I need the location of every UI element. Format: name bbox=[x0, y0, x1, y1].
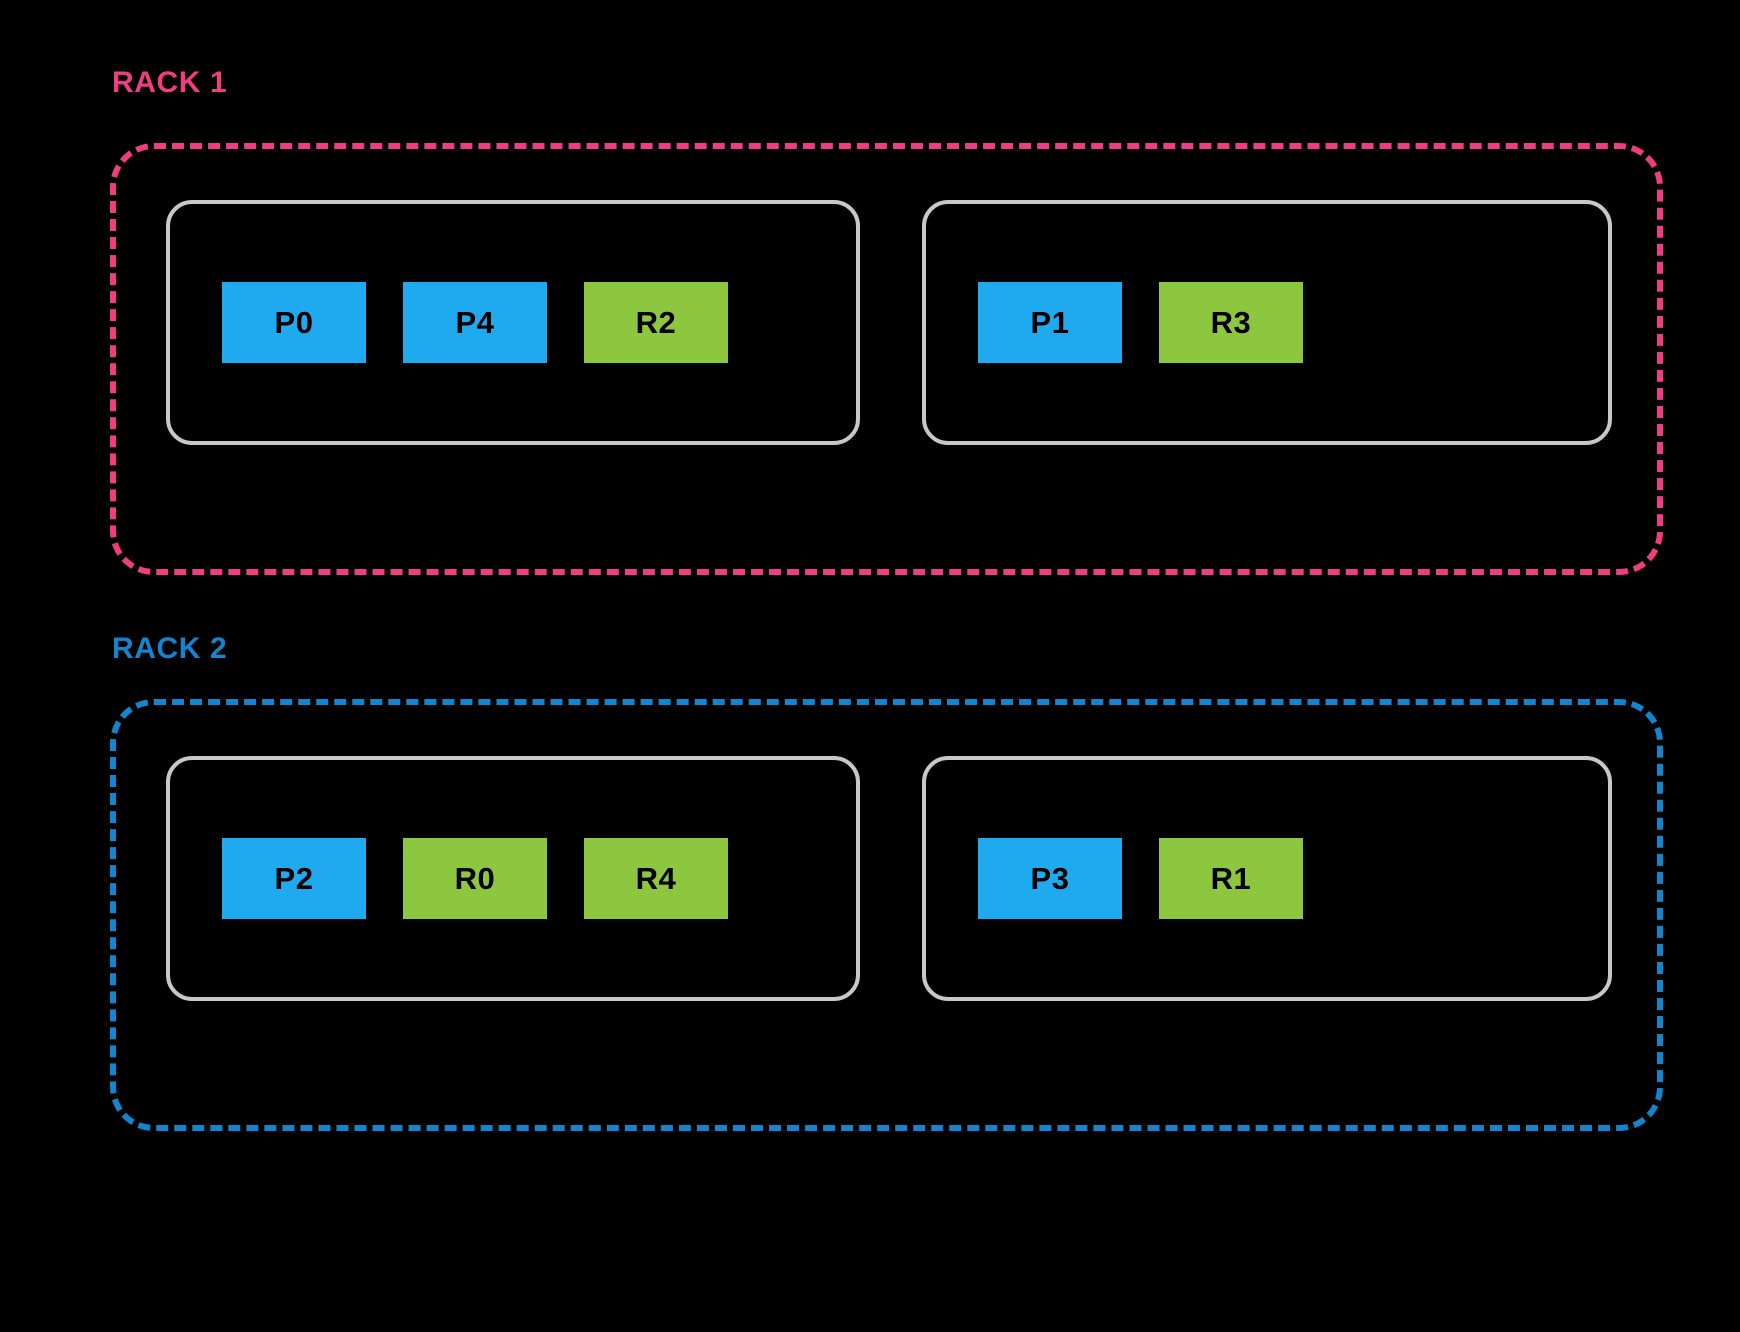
rack-1-node-2-chips: P1 R3 bbox=[926, 204, 1608, 441]
chip-p1[interactable]: P1 bbox=[978, 282, 1122, 363]
rack-1-boundary bbox=[110, 143, 1663, 575]
rack-2-node-2-chips: P3 R1 bbox=[926, 760, 1608, 997]
chip-p2[interactable]: P2 bbox=[222, 838, 366, 919]
chip-p3[interactable]: P3 bbox=[978, 838, 1122, 919]
rack-1-label: RACK 1 bbox=[112, 66, 228, 99]
chip-r1[interactable]: R1 bbox=[1159, 838, 1303, 919]
rack-1-node-1-chips: P0 P4 R2 bbox=[170, 204, 856, 441]
chip-r4[interactable]: R4 bbox=[584, 838, 728, 919]
rack-2-node-1: P2 R0 R4 bbox=[166, 756, 860, 1001]
rack-2-label: RACK 2 bbox=[112, 632, 228, 665]
rack-2-node-1-chips: P2 R0 R4 bbox=[170, 760, 856, 997]
chip-r2[interactable]: R2 bbox=[584, 282, 728, 363]
rack-1-node-2: P1 R3 bbox=[922, 200, 1612, 445]
rack-2-node-2: P3 R1 bbox=[922, 756, 1612, 1001]
chip-p4[interactable]: P4 bbox=[403, 282, 547, 363]
rack-2-boundary bbox=[110, 699, 1663, 1131]
chip-r3[interactable]: R3 bbox=[1159, 282, 1303, 363]
rack-1-node-1: P0 P4 R2 bbox=[166, 200, 860, 445]
chip-r0[interactable]: R0 bbox=[403, 838, 547, 919]
chip-p0[interactable]: P0 bbox=[222, 282, 366, 363]
